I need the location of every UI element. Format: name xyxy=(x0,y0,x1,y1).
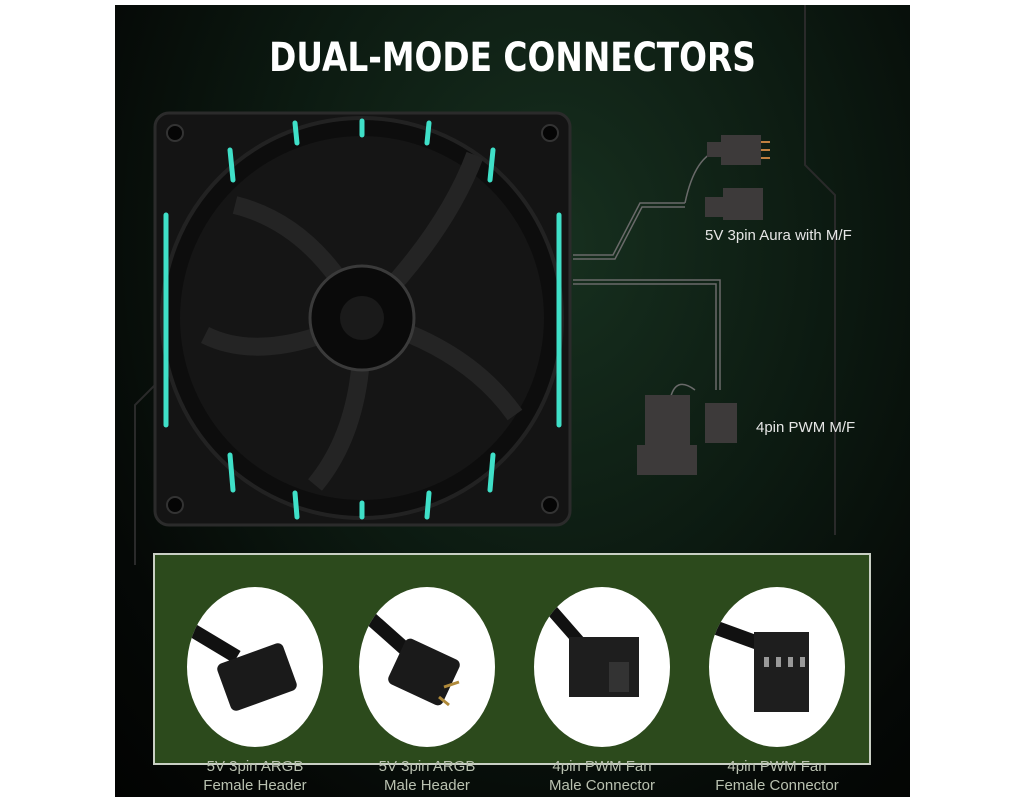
pins xyxy=(761,141,770,159)
pwm-male-connector-icon xyxy=(534,587,670,747)
connector-caption-line1: 5V 3pin ARGB xyxy=(206,758,304,775)
connector-item: 5V 3pin ARGB Female Header xyxy=(170,587,340,795)
connector-caption-line2: Male Connector xyxy=(549,777,655,794)
connector-caption-line1: 4pin PWM Fan xyxy=(727,758,827,775)
connector-diagrams xyxy=(637,135,763,475)
aura-connector-label: 5V 3pin Aura with M/F xyxy=(705,227,852,244)
connector-caption-line2: Male Header xyxy=(384,777,470,794)
connector-caption-line1: 4pin PWM Fan xyxy=(552,758,652,775)
connector-caption-line1: 5V 3pin ARGB xyxy=(378,758,476,775)
connector-caption-line2: Female Header xyxy=(203,777,307,794)
pwm-female-connector-icon xyxy=(709,587,845,747)
hub-logo xyxy=(340,296,384,340)
connector-panel: 5V 3pin ARGB Female Header 5V 3pin ARGB Ma… xyxy=(153,553,871,794)
fan-illustration xyxy=(134,5,836,565)
pwm-connector-label: 4pin PWM M/F xyxy=(756,419,856,436)
product-infographic: DUAL-MODE CONNECTORS 5V 3pin Aura with M… xyxy=(115,5,910,797)
connector-item: 5V 3pin ARGB Male Header xyxy=(342,587,512,795)
led-strips xyxy=(163,118,562,520)
cables xyxy=(573,149,721,401)
argb-male-connector-icon xyxy=(359,587,495,747)
connector-caption-line2: Female Connector xyxy=(715,777,839,794)
mount-holes xyxy=(166,124,559,514)
page-title: DUAL-MODE CONNECTORS xyxy=(269,35,756,81)
argb-female-connector-icon xyxy=(187,587,323,747)
